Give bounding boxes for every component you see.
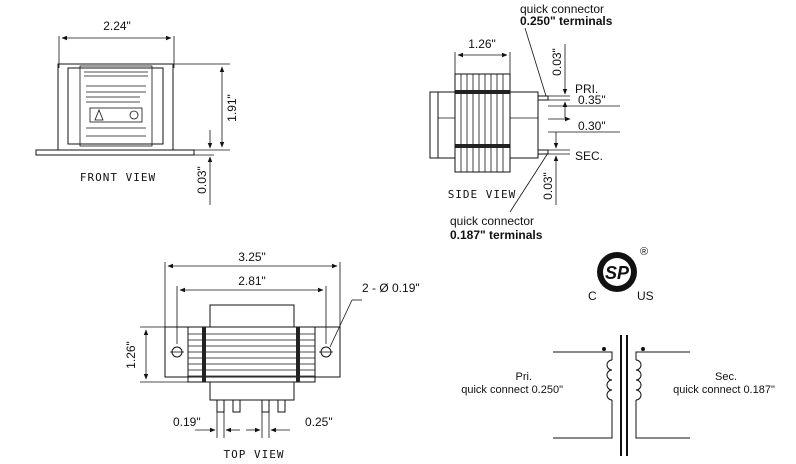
schematic: Pri. quick connect 0.250" Sec. quick con…: [461, 335, 775, 456]
schematic-sec-note: quick connect 0.187": [673, 384, 775, 396]
front-width-dim: 2.24": [103, 19, 131, 33]
side-view-title: SIDE VIEW: [448, 188, 517, 201]
top-hole-note: 2 - Ø 0.19": [362, 281, 420, 295]
top-hole-spacing-dim: 2.81": [238, 274, 266, 288]
side-top-note-2: 0.250" terminals: [520, 14, 613, 28]
side-bottom-dim: 0.03": [541, 172, 555, 200]
side-top-note-1: quick connector: [520, 2, 604, 16]
side-dim-a: 0.35": [578, 93, 606, 107]
front-view-title: FRONT VIEW: [80, 171, 156, 184]
cert-mark: SP ® C US: [588, 246, 654, 303]
front-body: [57, 63, 174, 151]
top-core-cap: [209, 304, 295, 328]
side-coil: [454, 73, 511, 173]
front-nameplate: [79, 65, 153, 147]
top-left-tab-dim: 0.19": [173, 415, 201, 429]
front-height-dim: 1.91": [225, 94, 239, 122]
front-base-dim: 0.03": [195, 166, 209, 194]
side-pri-label: PRI.: [575, 82, 598, 96]
side-dim-b: 0.30": [578, 119, 606, 133]
secondary-coil-icon: [635, 359, 642, 401]
side-view: 1.26" 0.03" PRI.: [429, 2, 620, 242]
top-view-title: TOP VIEW: [224, 448, 285, 461]
side-sec-label: SEC.: [575, 149, 603, 163]
front-base-plate: [35, 149, 195, 156]
side-bottom-note-1: quick connector: [450, 214, 534, 228]
top-view: 3.25" 2.81": [124, 250, 420, 461]
cert-left-text: C: [588, 289, 597, 303]
schematic-sec-label: Sec.: [715, 371, 737, 383]
cert-right-text: US: [637, 289, 654, 303]
side-pri-terminal: [537, 95, 549, 101]
primary-coil-icon: [606, 359, 613, 401]
side-width-dim: 1.26": [468, 37, 496, 51]
schematic-pri-label: Pri.: [516, 371, 533, 383]
top-depth-dim: 1.26": [124, 341, 138, 369]
cert-reg-mark: ®: [640, 246, 648, 258]
side-sec-terminal: [537, 149, 549, 155]
schematic-pri-note: quick connect 0.250": [461, 384, 563, 396]
cert-logo-letters: SP: [605, 263, 630, 283]
top-right-tab-dim: 0.25": [305, 415, 333, 429]
side-top-dim: 0.03": [550, 48, 564, 76]
top-terminals: [216, 399, 286, 413]
side-bottom-note-2: 0.187" terminals: [450, 228, 543, 242]
top-overall-dim: 3.25": [238, 250, 266, 264]
top-coil: [187, 326, 316, 383]
front-view: 2.24" 1.91" 0.03" FRONT VIEW: [35, 19, 239, 205]
